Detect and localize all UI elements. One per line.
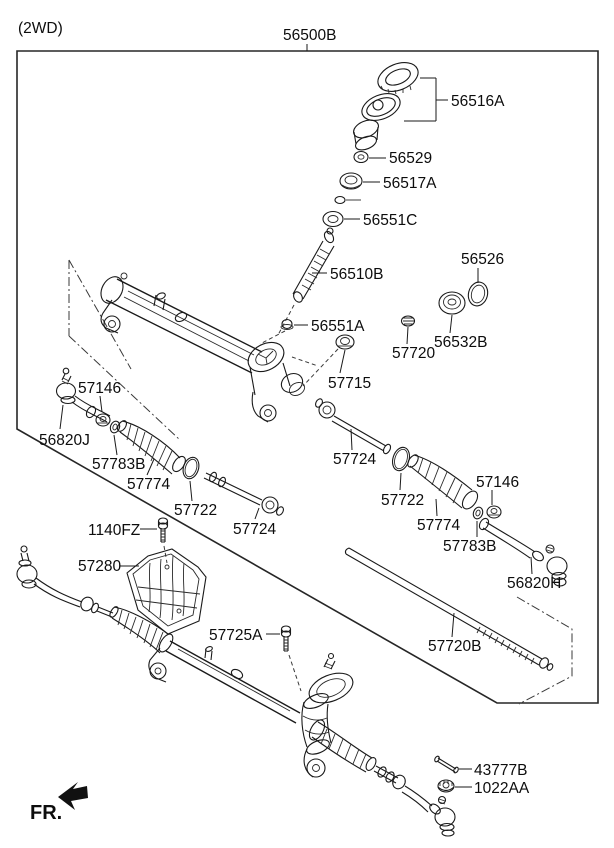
part-label-56529: 56529 (389, 150, 432, 167)
part-label-57722-left: 57722 (174, 502, 217, 519)
part-label-1140FZ: 1140FZ (88, 522, 140, 539)
ring-small (334, 195, 361, 205)
leader-lines (59, 157, 533, 788)
leader-57146-left (99, 395, 103, 413)
part-label-56500B: 56500B (283, 27, 336, 44)
cap-56551A (259, 318, 294, 345)
bearing-56517A (339, 172, 363, 190)
part-label-56820J: 56820J (39, 432, 90, 449)
bellows-57774-left (116, 420, 186, 475)
part-label-57720B: 57720B (428, 638, 481, 655)
seal-56551C (322, 210, 344, 228)
part-label-57146-left: 57146 (78, 380, 121, 397)
part-label-56526: 56526 (461, 251, 504, 268)
gear-housing-main (100, 272, 319, 423)
part-label-57720: 57720 (392, 345, 435, 362)
callout-labels: (2WD) 56500B 56516A 56529 56517A 56551C … (18, 20, 561, 797)
variant-label: (2WD) (18, 20, 63, 37)
nut-57146-left (95, 413, 111, 427)
seal-56529 (353, 150, 369, 164)
part-label-56532B: 56532B (434, 334, 487, 351)
bolt-1140FZ (157, 517, 169, 564)
detail-window-upper (68, 259, 181, 441)
part-label-57774-left: 57774 (127, 476, 170, 493)
leader-57720 (406, 326, 409, 345)
leader-57724-left (254, 507, 260, 520)
leader-57774-right (435, 498, 438, 517)
part-label-57724-left: 57724 (233, 521, 276, 538)
part-label-57783B-left: 57783B (92, 456, 145, 473)
border-frame (16, 44, 599, 704)
washer-57783B-left (109, 420, 121, 434)
leader-57720B (451, 612, 455, 638)
detail-window-lower (516, 596, 573, 705)
heat-protector-57280 (126, 548, 207, 635)
nut-57715 (302, 334, 355, 387)
leader-57783B-left (113, 434, 118, 456)
pin-43777B (434, 755, 459, 774)
part-label-56517A: 56517A (383, 175, 437, 192)
part-label-56551C: 56551C (363, 212, 417, 229)
gear-assembly-lower (16, 545, 456, 837)
part-label-57146-right: 57146 (476, 474, 519, 491)
bolt-57725A (280, 625, 302, 692)
plug-57720 (400, 315, 416, 327)
part-label-57715: 57715 (328, 375, 371, 392)
part-label-56510B: 56510B (330, 266, 383, 283)
bracket-56516A (404, 77, 448, 122)
bushing-56532B (438, 291, 466, 315)
rack-bar-57720B (344, 547, 554, 671)
part-label-56516A: 56516A (451, 93, 505, 110)
leader-57724-right (350, 428, 353, 451)
inner-tie-rod-57724-right (315, 398, 392, 455)
part-label-57724-right: 57724 (333, 451, 376, 468)
part-label-43777B: 43777B (474, 762, 527, 779)
part-label-56551A: 56551A (311, 318, 365, 335)
dust-cover-set-56516A (353, 62, 448, 151)
part-label-57725A: 57725A (209, 627, 263, 644)
bellows-57774-right (407, 454, 479, 510)
part-label-57280: 57280 (78, 558, 121, 575)
leader-57722-left (189, 480, 193, 502)
leader-57715 (339, 349, 346, 374)
pinion-shaft-56510B (277, 227, 335, 336)
leader-56532B (449, 314, 453, 334)
fr-arrow-icon (58, 782, 88, 810)
part-label-56820H: 56820H (507, 575, 561, 592)
leader-56820H (530, 556, 533, 575)
inner-tie-rod-57724-left (203, 471, 284, 516)
castle-nut-1022AA (437, 779, 455, 793)
fr-indicator: FR. (30, 782, 88, 824)
part-label-57783B-right: 57783B (443, 538, 496, 555)
fr-label: FR. (30, 802, 62, 824)
part-label-1022AA: 1022AA (474, 780, 530, 797)
leader-56820J (59, 404, 64, 430)
part-label-57774-right: 57774 (417, 517, 460, 534)
outer-tie-rod-56820H (478, 517, 568, 587)
washer-57783B-right (472, 506, 484, 520)
leader-57722-right (399, 472, 402, 491)
leader-57774-left (146, 458, 155, 476)
nut-57146-right (486, 505, 502, 519)
clamp-57722-left (182, 456, 200, 480)
part-label-57722-right: 57722 (381, 492, 424, 509)
oring-56526 (467, 281, 489, 307)
outer-tie-rod-56820J (55, 367, 111, 423)
